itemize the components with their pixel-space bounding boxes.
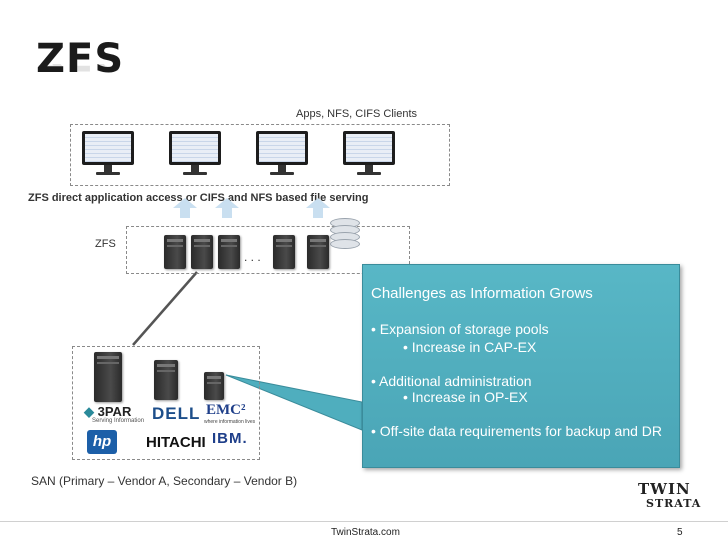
access-label: ZFS direct application access or CIFS an… (28, 192, 369, 204)
zfs-server-icon (273, 235, 295, 269)
3par-logo: ◆ 3PAR (84, 404, 132, 419)
arrow-up-icon (173, 198, 197, 208)
zfs-server-icon (307, 235, 329, 269)
emc-logo: EMC² (206, 402, 246, 418)
challenges-callout: Challenges as Information Grows • Expans… (362, 264, 680, 468)
zfs-server-icon (164, 235, 186, 269)
san-server-icon (94, 352, 122, 402)
hitachi-logo: HITACHI (146, 434, 206, 451)
twinstrata-logo-line2: STRATA (646, 497, 702, 510)
zfs-label: ZFS (95, 238, 116, 250)
ibm-logo: IBM. (212, 430, 248, 447)
arrow-up-shaft (180, 208, 190, 218)
san-server-icon (204, 372, 224, 400)
client-monitor-icon (343, 131, 395, 177)
arrow-up-icon (306, 198, 330, 208)
san-server-icon (154, 360, 178, 400)
client-monitor-icon (169, 131, 221, 177)
san-box (72, 346, 260, 460)
emc-tagline: where information lives (204, 419, 256, 425)
3par-mark-icon: ◆ (84, 404, 94, 419)
callout-subitem: • Increase in OP-EX (403, 389, 528, 405)
arrow-up-shaft (313, 208, 323, 218)
zfs-box (126, 226, 410, 274)
zfs-server-icon (218, 235, 240, 269)
callout-item: • Off-site data requirements for backup … (371, 423, 663, 439)
slide-title: ZFS (36, 36, 125, 82)
zfs-server-icon (191, 235, 213, 269)
dell-logo: DELL (152, 404, 201, 423)
twinstrata-logo-line1: TWIN (638, 480, 691, 498)
callout-subitem: • Increase in CAP-EX (403, 339, 537, 355)
arrow-up-shaft (222, 208, 232, 218)
arrow-up-icon (215, 198, 239, 208)
ellipsis: . . . (244, 250, 261, 264)
footer-bar (0, 521, 728, 546)
disk-stack-icon (330, 218, 360, 252)
clients-label: Apps, NFS, CIFS Clients (296, 108, 418, 120)
client-monitor-icon (256, 131, 308, 177)
client-monitor-icon (82, 131, 134, 177)
3par-tagline: Serving Information (92, 418, 145, 424)
callout-item: • Additional administration (371, 373, 532, 389)
san-label: SAN (Primary – Vendor A, Secondary – Ven… (31, 474, 298, 488)
page-number: 5 (677, 527, 683, 538)
callout-item: • Expansion of storage pools (371, 321, 549, 337)
footer-site: TwinStrata.com (331, 527, 400, 538)
callout-heading: Challenges as Information Grows (371, 285, 593, 302)
zfs-to-san-line (132, 271, 198, 346)
hp-logo: hp (87, 430, 117, 454)
clients-box (70, 124, 450, 186)
